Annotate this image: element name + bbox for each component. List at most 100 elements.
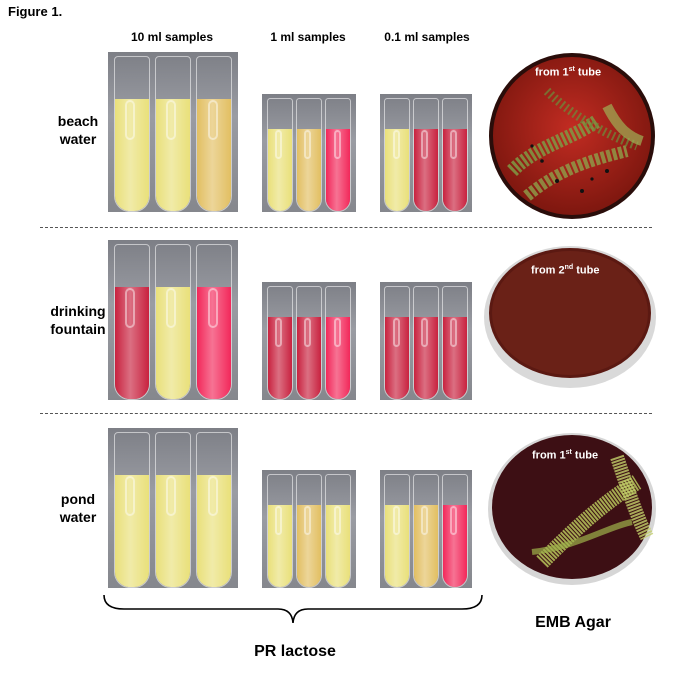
tube-liquid xyxy=(155,99,190,211)
culture-tube xyxy=(412,474,439,588)
emb-plate-drinking-fountain: from 2nd tube xyxy=(482,240,658,390)
tube-liquid xyxy=(326,317,351,399)
column-header-1ml: 1 ml samples xyxy=(270,30,346,44)
tube-reflection xyxy=(124,288,136,329)
culture-tube xyxy=(295,286,322,400)
tube-rack-pond-water-1ml xyxy=(262,470,356,588)
tube-liquid xyxy=(413,505,438,587)
tube-reflection xyxy=(449,506,458,536)
tube-reflection xyxy=(207,288,218,329)
culture-tube xyxy=(441,286,468,400)
tube-liquid xyxy=(385,505,410,587)
tube-reflection xyxy=(304,506,312,536)
tube-liquid xyxy=(197,287,232,399)
tube-reflection xyxy=(333,506,341,536)
tube-liquid xyxy=(442,129,467,211)
tube-liquid xyxy=(413,129,438,211)
tube-reflection xyxy=(124,100,136,141)
tube-rack-drinking-fountain-1ml xyxy=(262,282,356,400)
pr-lactose-label: PR lactose xyxy=(254,643,336,660)
tube-liquid xyxy=(114,99,149,211)
tube-reflection xyxy=(304,318,312,348)
tube-rack-beach-water-1ml xyxy=(262,94,356,212)
agar-plate-image xyxy=(484,246,656,388)
tube-liquid xyxy=(296,505,321,587)
plate-caption: from 1st tube xyxy=(532,449,599,462)
tube-liquid xyxy=(442,317,467,399)
tube-liquid xyxy=(114,287,149,399)
culture-tube xyxy=(154,432,191,588)
tube-liquid xyxy=(197,475,232,587)
pr-lactose-brace xyxy=(103,594,483,624)
tube-liquid xyxy=(267,505,292,587)
tube-reflection xyxy=(304,130,312,160)
tube-liquid xyxy=(442,505,467,587)
tube-rack-drinking-fountain-0-1ml xyxy=(380,282,472,400)
emb-plate-beach-water: from 1st tube xyxy=(487,51,657,221)
tube-reflection xyxy=(124,476,136,517)
column-header-10ml: 10 ml samples xyxy=(130,30,214,44)
row-label-line2: water xyxy=(59,509,97,525)
tube-liquid xyxy=(413,317,438,399)
tube-liquid xyxy=(326,129,351,211)
culture-tube xyxy=(295,98,322,212)
tube-reflection xyxy=(449,130,458,160)
tube-reflection xyxy=(274,506,283,536)
culture-tube xyxy=(196,432,233,588)
tube-reflection xyxy=(207,100,218,141)
tube-rack-beach-water-0-1ml xyxy=(380,94,472,212)
culture-tube xyxy=(113,244,150,400)
tube-liquid xyxy=(267,317,292,399)
tube-rack-drinking-fountain-10ml xyxy=(108,240,238,400)
column-header-0-1ml: 0.1 ml samples xyxy=(384,30,470,44)
tube-liquid xyxy=(296,317,321,399)
tube-rack-pond-water-10ml xyxy=(108,428,238,588)
tube-liquid xyxy=(114,475,149,587)
culture-tube xyxy=(384,474,411,588)
tube-reflection xyxy=(449,318,458,348)
tube-reflection xyxy=(274,318,283,348)
tube-rack-beach-water-10ml xyxy=(108,52,238,212)
tube-reflection xyxy=(392,506,400,536)
plate-caption: from 2nd tube xyxy=(531,264,600,277)
emb-plate-pond-water: from 1st tube xyxy=(487,427,657,587)
tube-liquid xyxy=(326,505,351,587)
row-label-pond-water: pond water xyxy=(38,490,118,526)
tube-liquid xyxy=(296,129,321,211)
tube-reflection xyxy=(333,130,341,160)
tube-reflection xyxy=(421,318,429,348)
tube-liquid xyxy=(385,317,410,399)
culture-tube xyxy=(266,98,293,212)
culture-tube xyxy=(113,432,150,588)
tube-liquid xyxy=(197,99,232,211)
culture-tube xyxy=(266,474,293,588)
culture-tube xyxy=(295,474,322,588)
culture-tube xyxy=(154,56,191,212)
row-label-drinking-fountain: drinking fountain xyxy=(38,302,118,338)
plate-caption: from 1st tube xyxy=(535,66,602,79)
row-label-line2: water xyxy=(59,131,97,147)
tube-reflection xyxy=(421,130,429,160)
culture-tube xyxy=(196,244,233,400)
tube-reflection xyxy=(166,476,177,517)
tube-reflection xyxy=(166,288,177,329)
culture-tube xyxy=(441,98,468,212)
culture-tube xyxy=(441,474,468,588)
culture-tube xyxy=(154,244,191,400)
figure-label: Figure 1. xyxy=(8,4,63,19)
culture-tube xyxy=(113,56,150,212)
culture-tube xyxy=(196,56,233,212)
tube-reflection xyxy=(274,130,283,160)
row-label-line1: beach xyxy=(57,113,99,129)
emb-agar-label: EMB Agar xyxy=(535,614,611,631)
tube-reflection xyxy=(207,476,218,517)
culture-tube xyxy=(412,98,439,212)
tube-reflection xyxy=(333,318,341,348)
culture-tube xyxy=(266,286,293,400)
row-label-line1: pond xyxy=(60,491,96,507)
culture-tube xyxy=(325,286,352,400)
tube-reflection xyxy=(166,100,177,141)
tube-liquid xyxy=(267,129,292,211)
row-label-line1: drinking xyxy=(50,303,106,319)
row-label-line2: fountain xyxy=(50,321,106,337)
